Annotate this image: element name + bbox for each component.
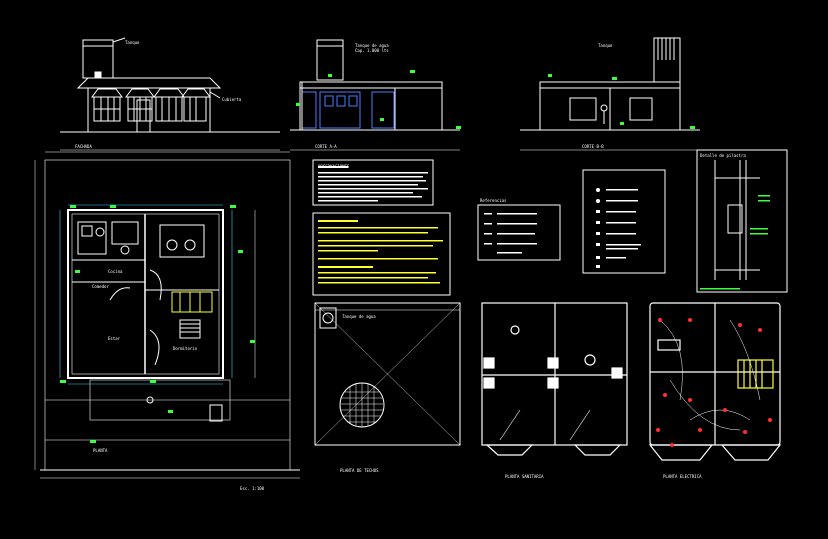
floor-plan xyxy=(40,159,300,479)
plan-living-label: Estar xyxy=(108,336,121,341)
sanitary-plan-title: PLANTA SANITARIA xyxy=(505,474,544,479)
notes-box: OBSERVACIONES xyxy=(312,159,434,206)
section-a-tank-cap: Cap. 1.000 lts xyxy=(355,48,389,53)
electrical-plan xyxy=(648,302,782,461)
plan-bedroom-label: Dormitorio xyxy=(173,346,198,351)
plan-scale: Esc. 1:100 xyxy=(240,486,265,491)
section-b-label: CORTE B-B xyxy=(582,144,604,149)
section-a-elevation xyxy=(290,39,460,131)
electrical-legend xyxy=(582,169,666,274)
facade-label: FACHADA xyxy=(75,144,92,149)
wall-detail xyxy=(696,149,788,293)
svg-text:Cubierta: Cubierta xyxy=(222,97,242,102)
sanitary-legend-title: Referencias xyxy=(480,198,507,203)
plan-dining-label: Comedor xyxy=(92,284,109,289)
section-b-elevation xyxy=(520,37,700,131)
svg-text:Tanque: Tanque xyxy=(598,43,613,48)
detail-title: Detalle de pilastra xyxy=(700,153,746,158)
plan-kitchen-label: Cocina xyxy=(108,269,123,274)
facade-elevation xyxy=(60,37,280,133)
plan-title: PLANTA xyxy=(93,448,108,453)
roof-plan-title: PLANTA DE TECHOS xyxy=(340,468,379,473)
notes-title: OBSERVACIONES xyxy=(318,164,350,169)
svg-text:Tanque: Tanque xyxy=(125,40,140,45)
roof-plan xyxy=(314,302,461,446)
sanitary-legend: Referencias xyxy=(477,198,561,261)
electrical-plan-title: PLANTA ELECTRICA xyxy=(663,474,702,479)
specs-box xyxy=(312,212,451,296)
roof-tank-label: Tanque de agua xyxy=(342,314,376,319)
sanitary-plan xyxy=(481,302,628,456)
section-a-label: CORTE A-A xyxy=(315,144,337,149)
section-a-tank-label: Tanque de agua xyxy=(355,43,389,48)
